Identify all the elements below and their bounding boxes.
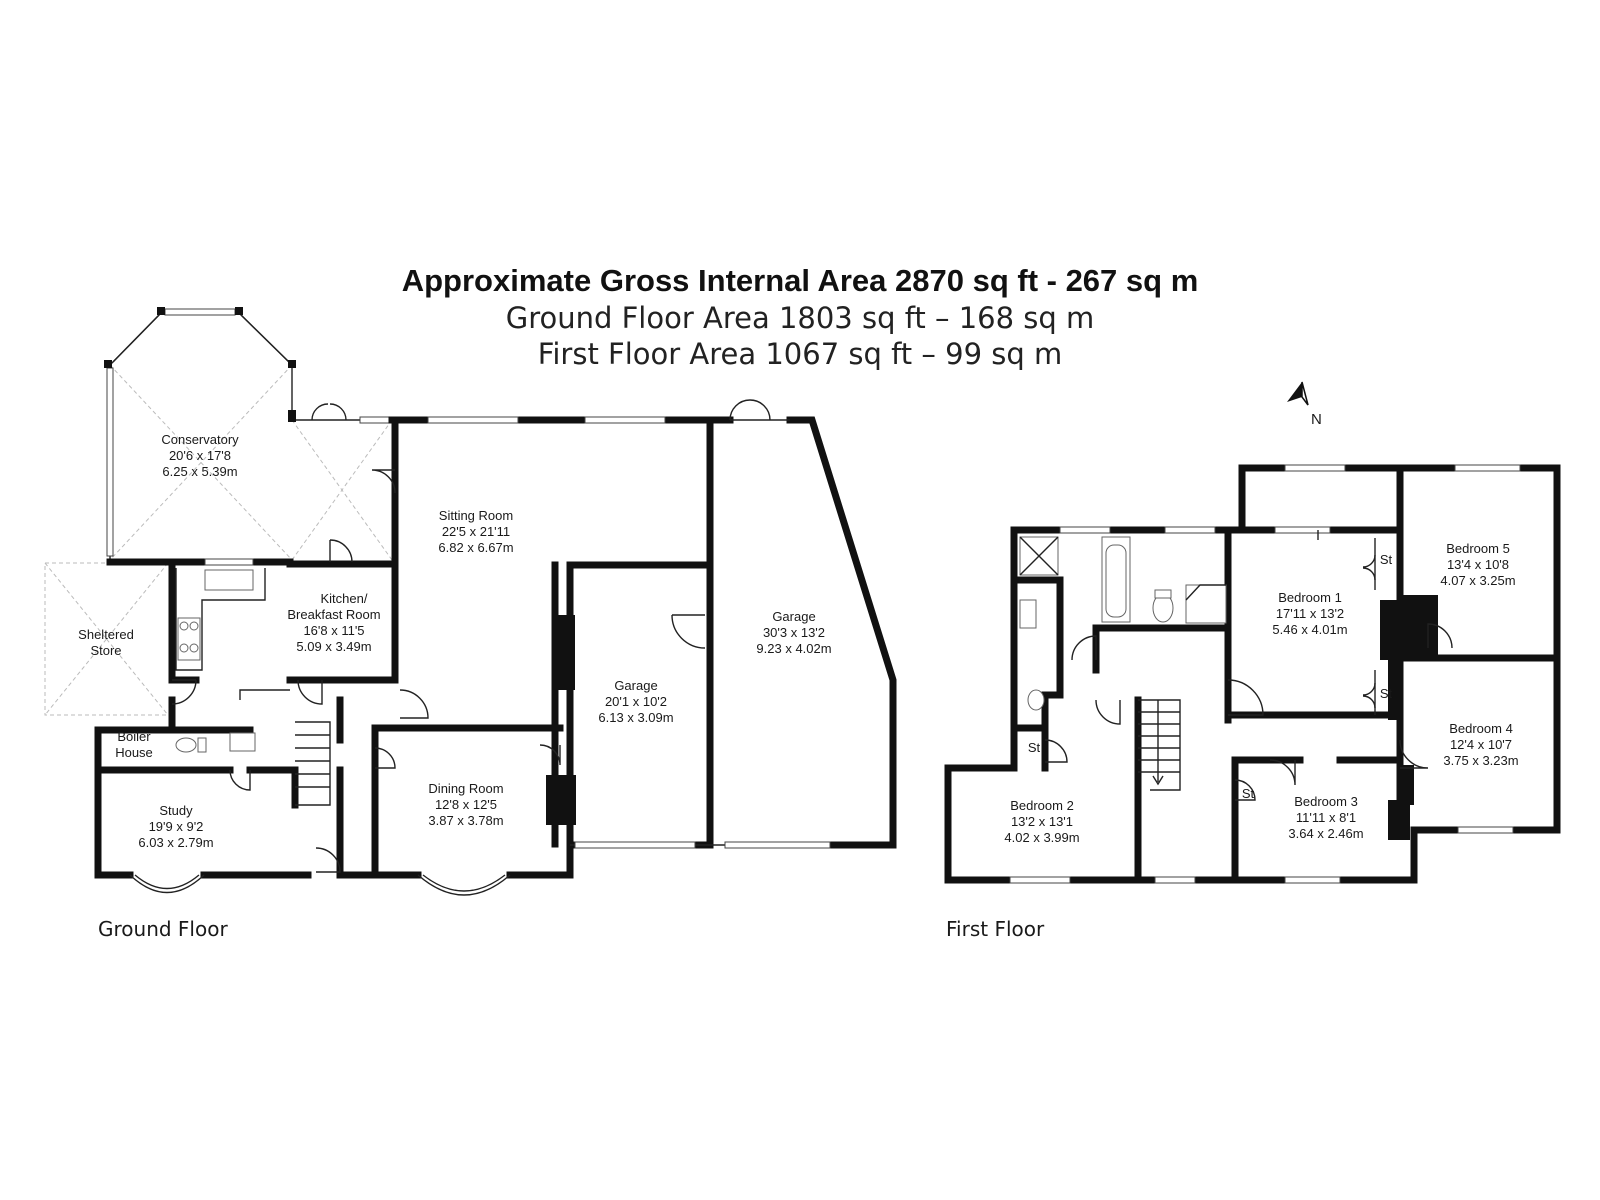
svg-text:20'1 x 10'2: 20'1 x 10'2 — [605, 694, 667, 709]
bedroom-5-label: Bedroom 5 13'4 x 10'8 4.07 x 3.25m — [1440, 541, 1515, 588]
svg-text:6.03 x 2.79m: 6.03 x 2.79m — [138, 835, 213, 850]
conservatory-label: Conservatory 20'6 x 17'8 6.25 x 5.39m — [161, 432, 239, 479]
svg-text:Breakfast Room: Breakfast Room — [287, 607, 380, 622]
store-label: St — [1380, 686, 1393, 701]
svg-text:13'4 x 10'8: 13'4 x 10'8 — [1447, 557, 1509, 572]
sheltered-store — [44, 562, 169, 716]
north-arrow-icon — [1287, 381, 1309, 406]
kitchen-label: Kitchen/ Breakfast Room 16'8 x 11'5 5.09… — [287, 591, 380, 654]
sitting-room-label: Sitting Room 22'5 x 21'11 6.82 x 6.67m — [438, 508, 513, 555]
garage-small-label: Garage 20'1 x 10'2 6.13 x 3.09m — [598, 678, 673, 725]
svg-text:4.02 x 3.99m: 4.02 x 3.99m — [1004, 830, 1079, 845]
area-header: Approximate Gross Internal Area 2870 sq … — [0, 262, 1600, 372]
svg-text:Boiler: Boiler — [117, 729, 151, 744]
ground-floor-area: Ground Floor Area 1803 sq ft – 168 sq m — [505, 301, 1095, 335]
compass: N — [1287, 381, 1322, 428]
svg-text:6.82 x 6.67m: 6.82 x 6.67m — [438, 540, 513, 555]
svg-text:6.13 x 3.09m: 6.13 x 3.09m — [598, 710, 673, 725]
svg-text:Bedroom 2: Bedroom 2 — [1010, 798, 1074, 813]
store-label: St — [1028, 740, 1041, 755]
svg-text:Bedroom 5: Bedroom 5 — [1446, 541, 1510, 556]
svg-text:Bedroom 4: Bedroom 4 — [1449, 721, 1513, 736]
bedroom-4-label: Bedroom 4 12'4 x 10'7 3.75 x 3.23m — [1443, 721, 1518, 768]
svg-text:Sheltered: Sheltered — [78, 627, 134, 642]
ground-floor-label: Ground Floor — [98, 917, 228, 941]
first-floor-label: First Floor — [946, 917, 1045, 941]
svg-text:Kitchen/: Kitchen/ — [321, 591, 368, 606]
staircase — [1138, 699, 1181, 791]
svg-text:Garage: Garage — [772, 609, 815, 624]
svg-text:3.87 x 3.78m: 3.87 x 3.78m — [428, 813, 503, 828]
study-label: Study 19'9 x 9'2 6.03 x 2.79m — [138, 803, 213, 850]
svg-text:3.64 x 2.46m: 3.64 x 2.46m — [1288, 826, 1363, 841]
svg-text:4.07 x 3.25m: 4.07 x 3.25m — [1440, 573, 1515, 588]
svg-text:12'8 x 12'5: 12'8 x 12'5 — [435, 797, 497, 812]
svg-text:9.23 x 4.02m: 9.23 x 4.02m — [756, 641, 831, 656]
bedroom-2-label: Bedroom 2 13'2 x 13'1 4.02 x 3.99m — [1004, 798, 1079, 845]
kitchen-fixtures — [171, 539, 353, 705]
boiler-house-label: Boiler House — [115, 729, 153, 760]
svg-text:Study: Study — [159, 803, 193, 818]
svg-text:19'9 x 9'2: 19'9 x 9'2 — [149, 819, 204, 834]
svg-text:Garage: Garage — [614, 678, 657, 693]
svg-text:Bedroom 1: Bedroom 1 — [1278, 590, 1342, 605]
bedroom-1-label: Bedroom 1 17'11 x 13'2 5.46 x 4.01m — [1272, 590, 1347, 637]
svg-text:13'2 x 13'1: 13'2 x 13'1 — [1011, 814, 1073, 829]
svg-text:22'5 x 21'11: 22'5 x 21'11 — [442, 524, 510, 539]
svg-text:5.46 x 4.01m: 5.46 x 4.01m — [1272, 622, 1347, 637]
svg-text:6.25 x 5.39m: 6.25 x 5.39m — [162, 464, 237, 479]
conservatory — [104, 307, 393, 561]
svg-text:Dining Room: Dining Room — [428, 781, 503, 796]
garage-large-label: Garage 30'3 x 13'2 9.23 x 4.02m — [756, 609, 831, 656]
dining-room-label: Dining Room 12'8 x 12'5 3.87 x 3.78m — [428, 781, 503, 828]
svg-text:5.09 x 3.49m: 5.09 x 3.49m — [296, 639, 371, 654]
svg-text:16'8 x 11'5: 16'8 x 11'5 — [303, 623, 364, 638]
svg-text:Conservatory: Conservatory — [161, 432, 239, 447]
gross-area-title: Approximate Gross Internal Area 2870 sq … — [401, 263, 1199, 298]
bedroom-3-label: Bedroom 3 11'11 x 8'1 3.64 x 2.46m — [1288, 794, 1363, 841]
svg-text:11'11 x 8'1: 11'11 x 8'1 — [1296, 810, 1356, 825]
cloakroom — [175, 689, 561, 873]
svg-text:17'11 x 13'2: 17'11 x 13'2 — [1276, 606, 1344, 621]
svg-text:Bedroom 3: Bedroom 3 — [1294, 794, 1358, 809]
store-label: St — [1242, 786, 1255, 801]
first-floor-area: First Floor Area 1067 sq ft – 99 sq m — [537, 337, 1063, 371]
svg-text:House: House — [115, 745, 153, 760]
svg-text:Store: Store — [90, 643, 121, 658]
svg-text:30'3 x 13'2: 30'3 x 13'2 — [763, 625, 825, 640]
svg-text:12'4 x 10'7: 12'4 x 10'7 — [1450, 737, 1512, 752]
svg-text:20'6 x 17'8: 20'6 x 17'8 — [169, 448, 231, 463]
svg-text:Sitting Room: Sitting Room — [439, 508, 513, 523]
sheltered-store-label: Sheltered Store — [78, 627, 134, 658]
store-label: St — [1380, 552, 1393, 567]
ground-floor-plan: Ground Floor — [44, 307, 897, 941]
svg-text:3.75 x 3.23m: 3.75 x 3.23m — [1443, 753, 1518, 768]
north-label: N — [1311, 411, 1322, 428]
first-floor-plan: First Floor — [944, 464, 1561, 941]
